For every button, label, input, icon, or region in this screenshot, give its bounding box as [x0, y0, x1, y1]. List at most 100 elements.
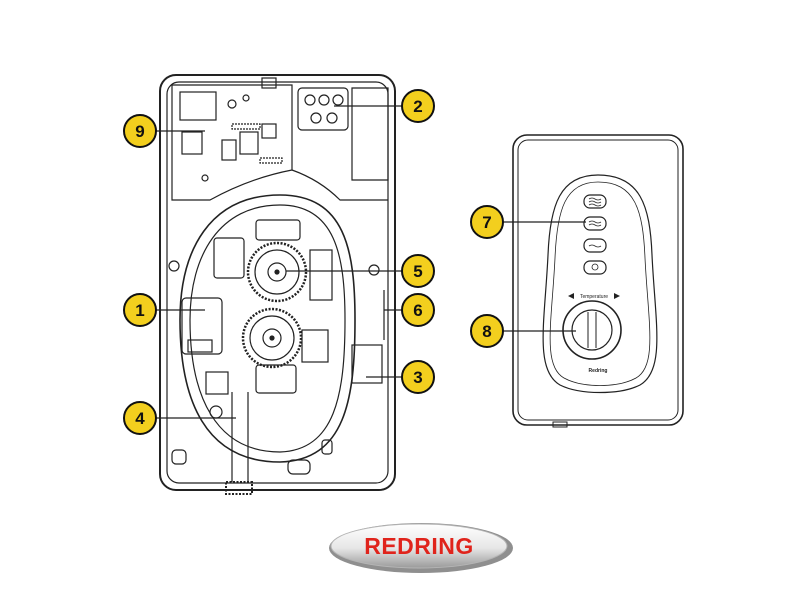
terminal-screw-3: [332, 94, 344, 106]
cover-bottom-tab: [552, 421, 568, 428]
lower-gear-rim: [249, 315, 295, 361]
callout-7-number: 7: [482, 213, 491, 232]
upper-gear-hub: [267, 262, 287, 282]
lower-gear-center: [269, 335, 275, 341]
lower-gear: [241, 307, 303, 369]
callout-2-number: 2: [413, 97, 422, 116]
temperature-dial-grip: [587, 312, 597, 348]
mount-hole-2: [368, 264, 380, 276]
callout-7-circle: [470, 205, 504, 239]
logo-oval: [330, 523, 508, 569]
leader-lines: [156, 105, 586, 419]
redring-logo: REDRING: [329, 523, 513, 573]
control-panel: [542, 174, 658, 394]
oval-tray-inner: [189, 204, 346, 453]
oval-tray: [179, 194, 356, 463]
wave-icon-eco: [588, 244, 602, 248]
cable-entry-panel: [351, 87, 389, 181]
mount-hole-3: [209, 405, 223, 419]
callout-1-circle: [123, 293, 157, 327]
backplate-outline: [159, 74, 396, 491]
callout-1-number: 1: [135, 301, 144, 320]
callout-8-number: 8: [482, 322, 491, 341]
circuit-board: [171, 84, 293, 201]
pcb-strip: [259, 157, 283, 164]
pcb-component-b: [239, 131, 259, 155]
power-icon: [591, 263, 599, 271]
terminal-screw-4: [310, 112, 322, 124]
valve-left: [213, 237, 245, 279]
callout-1: 1: [123, 293, 157, 327]
gear-housing-top: [255, 219, 301, 241]
terminal-screw-2: [318, 94, 330, 106]
temperature-label: Temperature: [580, 294, 608, 300]
callout-3: 3: [401, 360, 435, 394]
backplate-inner: [166, 81, 389, 484]
terminal-screw-5: [326, 112, 338, 124]
temp-arrow-right: [614, 293, 620, 299]
callout-5-circle: [401, 254, 435, 288]
button-power: [583, 260, 607, 275]
callout-4-circle: [123, 401, 157, 435]
callout-5: 5: [401, 254, 435, 288]
outlet-clip: [187, 339, 213, 353]
button-eco: [583, 238, 607, 253]
callout-9: 9: [123, 114, 157, 148]
mount-hole-1: [168, 260, 180, 272]
pcb-cap-a: [227, 99, 237, 109]
inlet-pipe: [231, 392, 249, 482]
callout-3-circle: [401, 360, 435, 394]
cover-brand-label: Redring: [589, 368, 608, 374]
button-medium: [583, 216, 607, 231]
control-panel-inner: [549, 181, 651, 386]
pcb-cap-b: [242, 94, 250, 102]
logo-text: REDRING: [364, 533, 474, 559]
pcb-relay: [181, 131, 203, 155]
outlet: [181, 297, 223, 355]
temp-arrow-left: [568, 293, 574, 299]
upper-gear: [246, 241, 308, 303]
callout-6-number: 6: [413, 301, 422, 320]
upper-chamfer: [291, 169, 388, 201]
pcb-header: [231, 123, 261, 130]
callout-3-number: 3: [413, 368, 422, 387]
callout-8-circle: [470, 314, 504, 348]
front-cover: [512, 134, 684, 428]
temperature-dial: [562, 300, 622, 360]
bracket: [351, 344, 383, 384]
callout-9-circle: [123, 114, 157, 148]
lower-gear-hub: [262, 328, 282, 348]
wave-icon-high: [588, 197, 602, 207]
callout-4-number: 4: [135, 409, 145, 428]
pcb-chip-small: [261, 123, 277, 139]
upper-gear-rim: [254, 249, 300, 295]
callout-6-circle: [401, 293, 435, 327]
temperature-dial-knob: [571, 309, 613, 351]
valve-right: [309, 249, 333, 301]
callout-5-number: 5: [413, 262, 422, 281]
pcb-cap-c: [201, 174, 209, 182]
cover-outline: [512, 134, 684, 426]
pcb-chip-large: [179, 91, 217, 121]
outlet-fitting: [205, 371, 229, 395]
gear-housing-bottom: [255, 364, 297, 394]
terminal-block: [297, 87, 349, 131]
inlet-hose-end: [225, 481, 253, 495]
callout-8: 8: [470, 314, 504, 348]
button-high: [583, 194, 607, 209]
callout-4: 4: [123, 401, 157, 435]
cover-inner: [517, 139, 679, 421]
callout-7: 7: [470, 205, 504, 239]
upper-gear-center: [274, 269, 280, 275]
pcb-component-a: [221, 139, 237, 161]
callout-9-number: 9: [135, 122, 144, 141]
solenoid: [301, 329, 329, 363]
callout-2: 2: [401, 89, 435, 123]
drain-slot-mid: [321, 439, 333, 455]
drain-slot-right: [287, 459, 311, 475]
drain-slot-left: [171, 449, 187, 465]
callout-6: 6: [401, 293, 435, 327]
wave-icon-medium: [588, 220, 602, 227]
callout-2-circle: [401, 89, 435, 123]
